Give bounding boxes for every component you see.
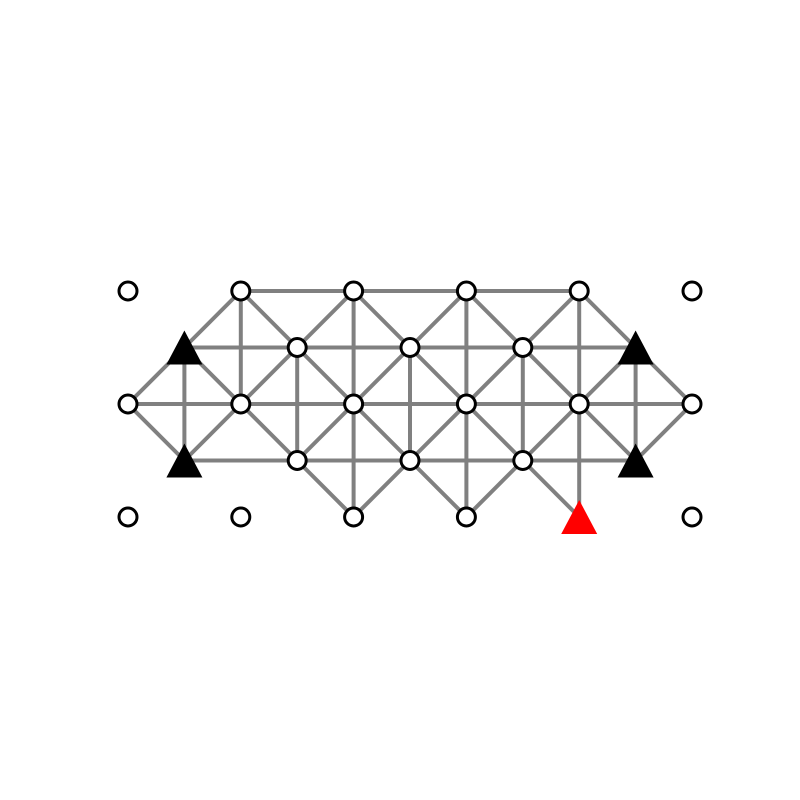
edge-n7-n12: [408, 346, 468, 406]
edge-n11-n16: [352, 402, 412, 462]
node-circle-n20: [343, 506, 365, 528]
edge-n9-t2: [126, 402, 186, 462]
edge-n3-n8: [464, 289, 525, 349]
node-circle-n10: [230, 393, 252, 415]
edge-n6-n11: [295, 346, 356, 406]
node-circle-n3: [455, 280, 477, 302]
node-circle-n14: [681, 393, 703, 415]
edge-n2-n6: [295, 289, 356, 349]
edge-n1-n6: [239, 289, 299, 349]
edge-n1-t0: [182, 289, 243, 349]
node-circle-n18: [117, 506, 139, 528]
node-circle-n9: [117, 393, 139, 415]
edge-n12-n16: [408, 402, 468, 462]
red-triangle-marker-t4: [561, 500, 598, 534]
edge-n4-t1: [577, 289, 638, 349]
edge-n16-n21: [408, 459, 468, 519]
edge-n8-n13: [521, 346, 581, 406]
node-circle-n15: [286, 450, 308, 471]
node-circle-n17: [512, 450, 534, 471]
edge-n7-n11: [352, 346, 412, 406]
node-circle-n21: [455, 506, 477, 528]
node-circle-n16: [399, 450, 421, 471]
node-circle-n6: [286, 337, 308, 358]
black-triangle-marker-t1: [617, 330, 654, 365]
edge-n13-t3: [577, 402, 638, 462]
edge-n11-n15: [295, 402, 356, 462]
edge-n12-n17: [464, 402, 525, 462]
edge-n4-n8: [521, 289, 581, 349]
edge-n8-n12: [464, 346, 525, 406]
edge-n2-n7: [352, 289, 412, 349]
node-circle-n7: [399, 337, 421, 358]
edge-n10-n15: [239, 402, 299, 462]
edge-n10-t2: [182, 402, 243, 462]
node-circle-n4: [568, 280, 590, 302]
edge-n17-n21: [464, 459, 525, 519]
black-triangle-marker-t3: [617, 443, 654, 478]
nodes-layer: [117, 280, 703, 534]
node-circle-n2: [343, 280, 365, 302]
node-circle-n19: [230, 506, 252, 528]
node-circle-n22: [681, 506, 703, 528]
edge-n6-n10: [239, 346, 299, 406]
edge-n14-t3: [634, 402, 694, 462]
node-circle-n13: [568, 393, 590, 415]
black-triangle-marker-t0: [166, 330, 203, 365]
edges-layer: [126, 289, 694, 519]
edge-n17-t4: [521, 459, 581, 519]
node-circle-n12: [455, 393, 477, 415]
edge-n3-n7: [408, 289, 468, 349]
node-circle-n11: [343, 393, 365, 415]
edge-n13-n17: [521, 402, 581, 462]
edge-n15-n20: [295, 459, 356, 519]
node-circle-n5: [681, 280, 703, 302]
node-circle-n1: [230, 280, 252, 302]
edge-n16-n20: [352, 459, 412, 519]
node-circle-n0: [117, 280, 139, 302]
node-circle-n8: [512, 337, 534, 358]
black-triangle-marker-t2: [166, 443, 203, 478]
